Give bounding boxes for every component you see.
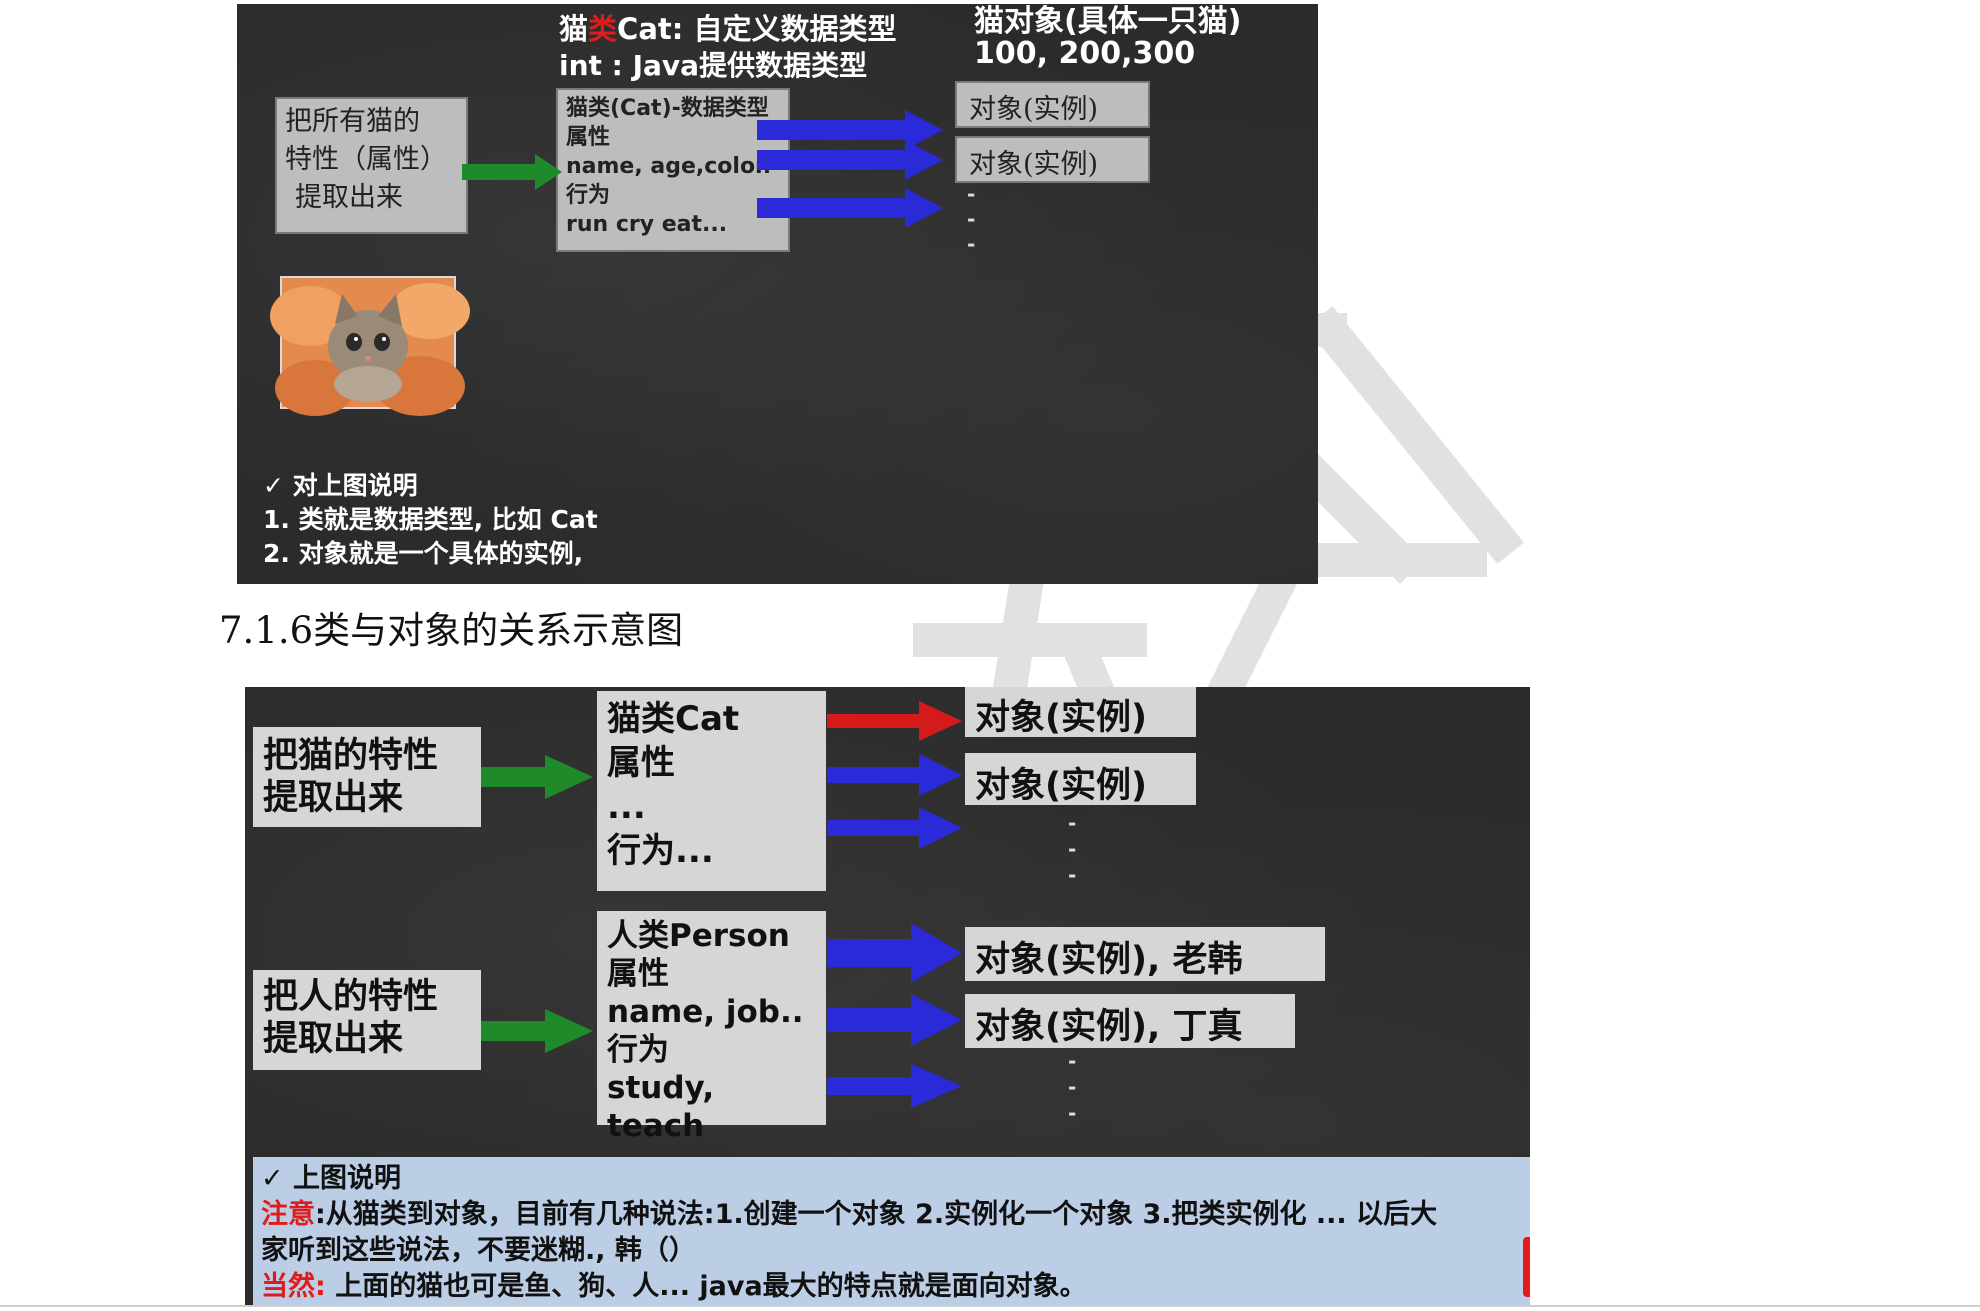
blue-arrow-cat-1 <box>827 754 962 796</box>
board1-notes-title: ✓ 对上图说明 <box>263 471 418 500</box>
cat-traits-line-3: 提取出来 <box>295 182 403 213</box>
dash-b1: - <box>1068 811 1077 835</box>
cat-class-box-2: 猫类Cat 属性 ... 行为... <box>597 691 826 891</box>
green-arrow-person <box>481 1009 593 1053</box>
title-prefix: 猫 <box>559 12 589 46</box>
blue-arrow-2 <box>757 140 943 180</box>
person-class-line-1: 人类Person <box>607 918 790 954</box>
cat-traits-2-line-1: 把猫的特性 <box>263 736 439 776</box>
notes-panel: ✓ 上图说明 注意:从猫类到对象，目前有几种说法:1.创建一个对象 2.实例化一… <box>253 1157 1530 1307</box>
person-class-box: 人类Person 属性 name, job.. 行为 study, teach <box>597 911 826 1144</box>
board1-note-2: 2. 对象就是一个具体的实例, <box>263 539 584 568</box>
dash-b3: - <box>1068 863 1077 887</box>
title-red-char: 类 <box>588 12 618 46</box>
dash-3: - <box>967 232 976 256</box>
green-arrow-1 <box>462 154 562 190</box>
red-marker <box>1523 1237 1530 1297</box>
person-object-box-1: 对象(实例), 老韩 <box>965 927 1325 981</box>
dash-b2: - <box>1068 837 1077 861</box>
blue-arrow-1 <box>757 110 943 150</box>
cat-object-box-2: 对象(实例) <box>965 753 1196 806</box>
objects-values: 100, 200,300 <box>974 36 1196 71</box>
person-class-line-3: name, job.. <box>607 994 804 1030</box>
cat-class-2-line-4: 行为... <box>607 831 714 871</box>
cat-class-2-line-2: 属性 <box>607 743 675 783</box>
person-class-line-4: 行为 <box>607 1032 669 1068</box>
cat-class-line-3: name, age,color. <box>566 154 772 179</box>
notes-title: ✓ 上图说明 <box>261 1163 402 1194</box>
cat-traits-line-2: 特性（属性） <box>285 144 447 175</box>
cat-class-line-1: 猫类(Cat)-数据类型 <box>566 96 769 121</box>
blue-arrow-person-1 <box>827 923 962 983</box>
person-traits-box: 把人的特性 提取出来 <box>253 970 481 1070</box>
notes-line-3-text: 上面的猫也可是鱼、狗、人... java最大的特点就是面向对象。 <box>325 1271 1087 1302</box>
person-traits-line-2: 提取出来 <box>263 1019 404 1059</box>
notes-line-3: 当然: 上面的猫也可是鱼、狗、人... java最大的特点就是面向对象。 <box>261 1269 1522 1305</box>
cat-class-line-5: run cry eat... <box>566 212 728 237</box>
title-rest: Cat: 自定义数据类型 <box>617 12 897 46</box>
notes-line-3-red: 当然: <box>261 1271 326 1302</box>
cat-traits-box-2: 把猫的特性 提取出来 <box>253 727 481 827</box>
section-heading: 7.1.6类与对象的关系示意图 <box>219 609 684 652</box>
board2-arrows <box>481 701 962 1108</box>
cat-class-line-4: 行为 <box>566 183 611 208</box>
cat-class-2-line-3: ... <box>607 787 646 827</box>
dash-b5: - <box>1068 1075 1077 1099</box>
board1-subtitle: int : Java提供数据类型 <box>559 49 868 82</box>
page-bottom-line <box>0 1305 1980 1307</box>
dash-b6: - <box>1068 1101 1077 1125</box>
object-box-2: 对象(实例) <box>955 136 1150 183</box>
notes-line-1-text: :从猫类到对象，目前有几种说法:1.创建一个对象 2.实例化一个对象 3.把类实… <box>315 1199 1438 1230</box>
notes-line-2: 家听到这些说法，不要迷糊., 韩（） <box>261 1235 696 1266</box>
cat-traits-line-1: 把所有猫的 <box>285 106 420 137</box>
blue-arrow-person-2 <box>827 994 962 1046</box>
board1-arrows <box>462 110 943 228</box>
person-class-line-2: 属性 <box>607 956 669 992</box>
objects-title: 猫对象(具体一只猫) <box>974 4 1242 39</box>
notes-line-1-red: 注意 <box>261 1199 315 1230</box>
cat-traits-2-line-2: 提取出来 <box>263 778 404 818</box>
blue-arrow-3 <box>757 188 943 228</box>
board-bottom: 把猫的特性 提取出来 猫类Cat 属性 ... 行为... 对象(实例) 对象(… <box>245 687 1530 1307</box>
green-arrow-cat <box>481 755 593 799</box>
cat-class-line-2: 属性 <box>566 125 611 150</box>
object-box-1: 对象(实例) <box>955 81 1150 128</box>
blue-arrow-cat-2 <box>827 807 962 849</box>
person-object-box-2: 对象(实例), 丁真 <box>965 994 1295 1048</box>
dash-1: - <box>967 182 976 206</box>
cat-class-2-line-1: 猫类Cat <box>607 699 740 739</box>
board-top: 猫类Cat: 自定义数据类型 int : Java提供数据类型 猫对象(具体一只… <box>237 4 1318 584</box>
cat-traits-box: 把所有猫的 特性（属性） 提取出来 <box>275 97 468 234</box>
blue-arrow-person-3 <box>827 1064 962 1108</box>
dash-2: - <box>967 207 976 231</box>
cat-object-box-1: 对象(实例) <box>965 687 1196 738</box>
board1-title: 猫类Cat: 自定义数据类型 <box>559 6 896 48</box>
kitten-image <box>270 276 470 416</box>
red-arrow-cat <box>827 701 962 741</box>
person-class-line-5: study, teach <box>607 1070 715 1144</box>
person-traits-line-1: 把人的特性 <box>263 977 439 1017</box>
dash-b4: - <box>1068 1049 1077 1073</box>
notes-line-1: 注意:从猫类到对象，目前有几种说法:1.创建一个对象 2.实例化一个对象 3.把… <box>261 1197 1522 1233</box>
board1-note-1: 1. 类就是数据类型, 比如 Cat <box>263 505 598 534</box>
